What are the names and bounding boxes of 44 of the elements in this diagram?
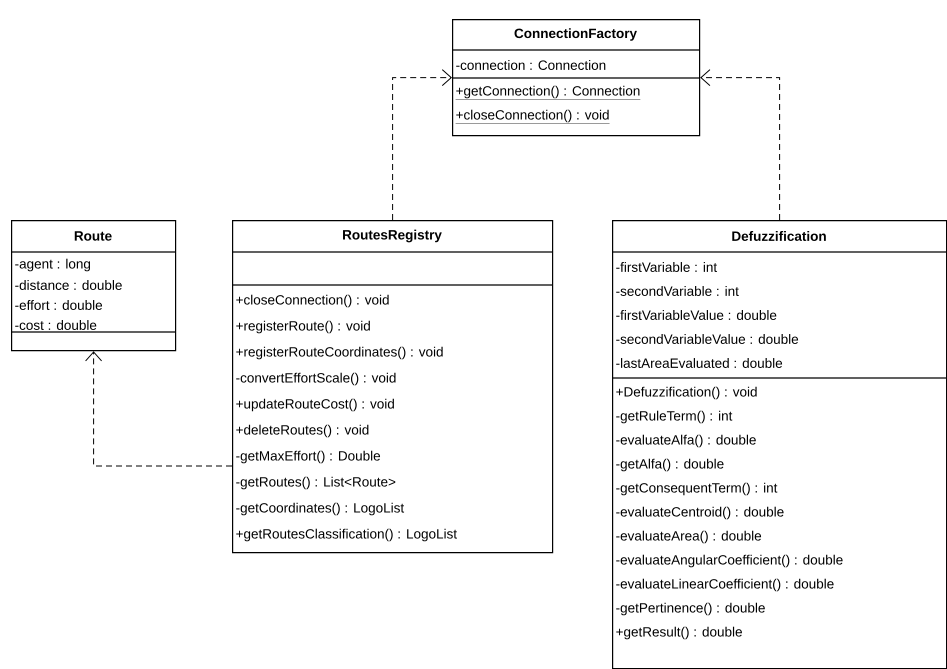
dependency-arrow (392, 69, 452, 220)
class-box (232, 220, 554, 554)
method-text: -convertEffortScale() : void (236, 372, 396, 386)
dependency-arrow (700, 69, 780, 220)
attribute-text: -agent : long (15, 258, 90, 272)
attribute-text: -connection : Connection (456, 60, 606, 70)
method-text: -evaluateAlfa() : double (616, 434, 756, 448)
method-text: -evaluateAngularCoefficient() : double (616, 554, 843, 568)
method-text: -getRuleTerm() : int (616, 410, 732, 424)
attribute-text: -cost : double (15, 320, 96, 330)
attribute-text: -lastAreaEvaluated : double (616, 358, 782, 368)
method-text: +closeConnection() : void (455, 110, 610, 124)
method-text: -evaluateArea() : double (616, 530, 762, 544)
method-text: -evaluateCentroid() : double (616, 506, 784, 520)
attribute-text: -effort : double (15, 300, 102, 310)
method-text: +deleteRoutes() : void (236, 424, 368, 438)
method-text: -getCoordinates() : LogoList (236, 502, 404, 516)
method-text: +updateRouteCost() : void (236, 398, 394, 412)
attribute-text: -secondVariable : int (616, 286, 739, 296)
method-text: -evaluateLinearCoefficient() : double (616, 578, 834, 592)
method-text: +closeConnection() : void (236, 294, 389, 308)
class-box (612, 220, 947, 669)
class-name: Route (74, 231, 112, 241)
method-text: +registerRoute() : void (236, 320, 370, 334)
dependency-arrow (85, 351, 232, 466)
method-text: +Defuzzification() : void (616, 386, 757, 400)
attribute-text: -distance : double (15, 280, 122, 290)
method-text: -getMaxEffort() : Double (236, 450, 380, 464)
class-box (452, 19, 700, 136)
class-name: RoutesRegistry (343, 230, 442, 242)
class-name: ConnectionFactory (514, 28, 637, 41)
method-text: +getResult() : double (616, 626, 742, 640)
class-box (11, 220, 176, 352)
method-text: -getAlfa() : double (616, 458, 724, 472)
method-text: +getConnection() : Connection (455, 86, 641, 100)
attribute-text: -firstVariableValue : double (616, 310, 776, 320)
method-text: -getPertinence() : double (616, 602, 765, 616)
method-text: -getConsequentTerm() : int (616, 482, 778, 496)
class-name: Defuzzification (732, 231, 826, 241)
attribute-text: -secondVariableValue : double (616, 334, 798, 344)
attribute-text: -firstVariable : int (616, 262, 718, 272)
method-text: +registerRouteCoordinates() : void (236, 346, 443, 360)
method-text: -getRoutes() : List<Route> (236, 476, 396, 490)
method-text: +getRoutesClassification() : LogoList (236, 528, 457, 542)
